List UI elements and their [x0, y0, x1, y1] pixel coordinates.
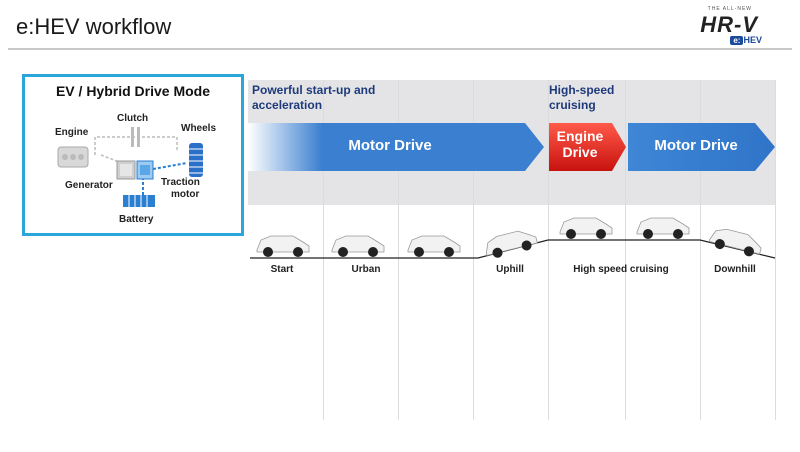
wheels-icon [189, 143, 203, 177]
car-cruising2-icon [636, 217, 690, 239]
car-downhill-icon [708, 228, 762, 257]
mode-panel: EV / Hybrid Drive Mode [22, 74, 244, 236]
column-divider [398, 80, 399, 420]
car-start-icon [256, 235, 310, 257]
engine-label: Engine [55, 127, 89, 138]
generator-icon [116, 160, 136, 180]
traction-motor-icon [136, 160, 154, 180]
battery-icon [123, 195, 155, 207]
car-uphill-icon [485, 230, 538, 258]
logo-tagline: THE ALL-NEW [707, 6, 752, 12]
logo-badge-text: HEV [743, 35, 762, 45]
road-profile [250, 239, 776, 259]
phase-startup: Powerful start-up and acceleration [252, 83, 375, 113]
logo-model: HR-V [700, 12, 758, 37]
stage-urban: Urban [351, 264, 381, 275]
stage-downhill: Downhill [714, 264, 756, 275]
logo-badge: e:HEV [730, 35, 762, 45]
stage-uphill: Uphill [496, 264, 524, 275]
wheels-label: Wheels [181, 123, 217, 134]
stage-high-speed-cruising: High speed cruising [573, 264, 669, 275]
title-divider [8, 48, 792, 50]
stage-start: Start [270, 264, 294, 275]
page-title: e:HEV workflow [16, 14, 172, 39]
motor-label: motor [171, 189, 200, 200]
motor-drive-label-2: Motor Drive [654, 137, 738, 154]
phase-highspeed: High-speed cruising [549, 83, 614, 113]
phase-highspeed-line2: cruising [549, 98, 596, 112]
phase-startup-line2: acceleration [252, 98, 323, 112]
hrv-logo: THE ALL-NEW HR-V e:HEV [668, 6, 778, 45]
engine-icon [57, 146, 89, 168]
generator-label: Generator [65, 180, 113, 191]
phase-highspeed-line1: High-speed [549, 83, 615, 97]
clutch-plate-icon [131, 127, 134, 147]
logo-badge-e: e: [730, 36, 744, 45]
column-divider [323, 80, 324, 420]
engine-drive-label: Engine Drive [549, 128, 611, 160]
engine-drive-label-line1: Engine [556, 128, 604, 144]
mode-panel-title: EV / Hybrid Drive Mode [55, 83, 211, 99]
column-divider [700, 80, 701, 420]
column-divider [775, 80, 776, 420]
column-divider [473, 80, 474, 420]
car-cruising-icon [559, 217, 613, 239]
powertrain-diagram [57, 127, 203, 207]
battery-label: Battery [119, 214, 154, 225]
motor-drive-label-1: Motor Drive [348, 137, 432, 154]
traction-label: Traction [161, 177, 200, 188]
engine-drive-label-line2: Drive [562, 144, 598, 160]
phase-startup-line1: Powerful start-up and [252, 83, 376, 97]
title-bar: e:HEV workflow THE ALL-NEW HR-V e:HEV [0, 0, 800, 50]
clutch-label: Clutch [117, 113, 149, 124]
column-divider [625, 80, 626, 420]
car-urban2-icon [407, 235, 461, 257]
car-urban-icon [331, 235, 385, 257]
